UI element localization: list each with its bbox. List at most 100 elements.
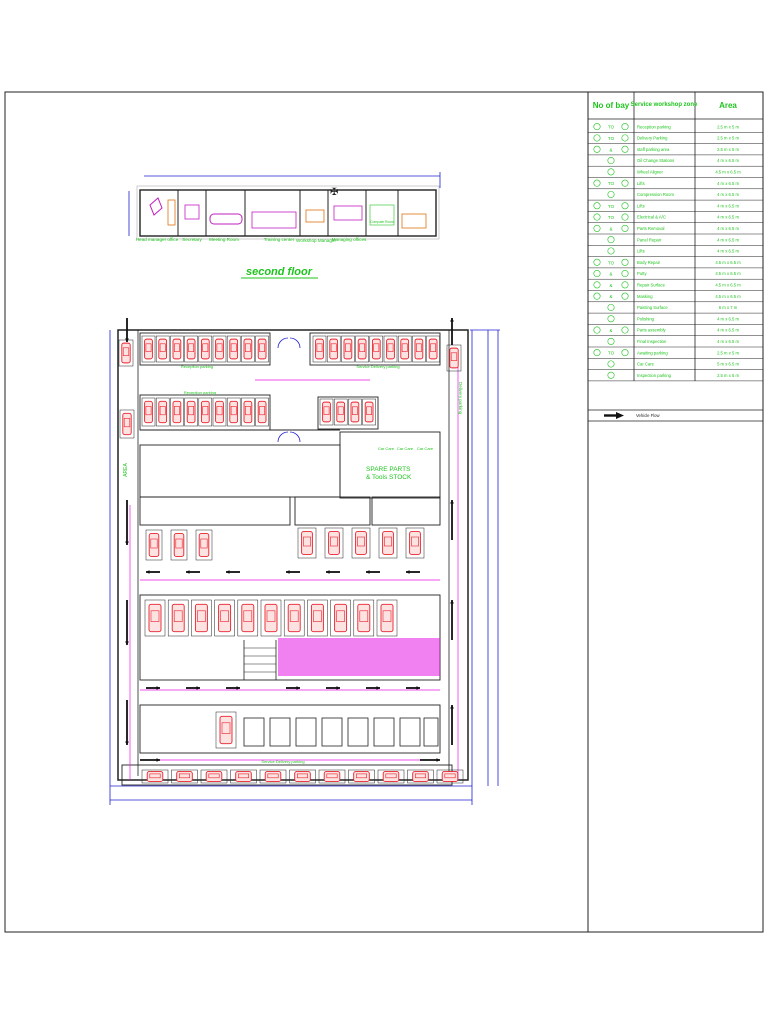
table-cell-area: 4.5 m x 6.5 m xyxy=(715,169,741,174)
label-service-delivery-parking: Service Delivery parking xyxy=(356,364,399,369)
table-cell-zone: Lifts xyxy=(637,203,645,208)
table-cell-zone: Masking xyxy=(637,294,653,299)
car-icon xyxy=(312,335,327,363)
car-icon xyxy=(226,397,241,427)
table-cell-area: 4.5 m x 6.5 m xyxy=(715,271,741,276)
room-label-computer: Computer Room xyxy=(370,220,394,224)
table-cell-bays: TO xyxy=(608,204,615,209)
car-icon xyxy=(446,344,462,372)
table-cell-area: 2.5 m x 5 m xyxy=(717,373,739,378)
car-icon xyxy=(341,335,355,363)
table-cell-bays: TO xyxy=(608,125,615,130)
table-cell-bays: & xyxy=(609,272,612,277)
second-floor-plan: ✠ Head manager office Secretary Meeting … xyxy=(128,172,441,279)
flow-arrow xyxy=(366,570,380,574)
table-row: & Putty 4.5 m x 6.5 m xyxy=(588,270,763,280)
flow-arrow xyxy=(286,570,300,574)
car-icon xyxy=(141,769,169,784)
table-cell-bays: & xyxy=(609,328,612,333)
table-cell-area: 5 m x 6.5 m xyxy=(717,362,739,367)
car-icon xyxy=(141,397,156,427)
room-label-managing: Managing offices xyxy=(332,237,367,242)
car-icon xyxy=(241,397,255,427)
legend-vehicle-flow-label: Vehicle Flow xyxy=(636,413,660,418)
table-cell-area: 4 m x 6.5 m xyxy=(717,237,739,242)
table-row: Inspection parking 2.5 m x 5 m xyxy=(588,371,763,382)
sheet-border xyxy=(4,91,764,933)
label-service-delivery-parking-bottom: Service Delivery parking xyxy=(261,759,304,764)
car-icon xyxy=(170,529,188,561)
car-icon xyxy=(397,335,412,363)
table-cell-zone: Car Care xyxy=(637,362,655,367)
room-label-meeting: Meeting Room xyxy=(209,237,239,242)
car-icon xyxy=(348,398,362,426)
table-cell-area: 4 m x 6.5 m xyxy=(717,203,739,208)
car-icon xyxy=(141,335,156,363)
car-icon xyxy=(212,335,227,363)
table-cell-zone: Wheel Aligner xyxy=(637,169,663,174)
stair-icon: ✠ xyxy=(330,187,338,198)
car-icon xyxy=(326,335,341,363)
car-icon xyxy=(260,599,282,637)
flow-arrow xyxy=(140,758,160,762)
table-cell-area: 4.5 m x 6.5 m xyxy=(715,260,741,265)
table-cell-zone: Panel Repair xyxy=(637,237,662,242)
table-cell-area: 2.5 m x 5 m xyxy=(717,136,739,141)
car-icon xyxy=(200,769,228,784)
second-floor-title: second floor xyxy=(246,266,313,278)
car-icon xyxy=(212,397,227,427)
label-spare-parts-1: SPARE PARTS xyxy=(366,466,411,473)
table-cell-bays: TO xyxy=(608,181,615,186)
car-icon xyxy=(376,599,398,637)
car-icon xyxy=(191,599,212,637)
flow-arrow xyxy=(186,570,200,574)
car-icon xyxy=(230,769,257,784)
table-cell-zone: Parts Removal xyxy=(637,226,665,231)
table-header-bays: No of bay xyxy=(593,101,630,110)
table-row: Panel Repair 4 m x 6.5 m xyxy=(588,236,763,246)
table-cell-zone: Polishing xyxy=(637,316,655,321)
flow-arrow xyxy=(406,686,420,690)
table-cell-zone: Inspection parking xyxy=(637,373,672,378)
car-icon xyxy=(170,397,184,427)
car-icon xyxy=(119,409,135,439)
flow-arrow xyxy=(226,686,240,690)
label-reception-parking-top: Reception parking xyxy=(181,364,213,369)
car-icon xyxy=(436,769,464,784)
car-icon xyxy=(283,599,305,637)
table-cell-zone: Painting Surface xyxy=(637,305,668,310)
car-icon xyxy=(289,769,316,784)
ground-floor-plan: Reception parking Service Delivery parki… xyxy=(109,318,500,805)
table-cell-area: 4 m x 6.5 m xyxy=(717,215,739,220)
car-icon xyxy=(155,397,170,427)
car-icon xyxy=(144,599,166,637)
flow-arrow xyxy=(406,570,420,574)
table-cell-bays: & xyxy=(609,147,612,152)
table-cell-zone: Compression Room xyxy=(637,192,675,197)
label-spare-parts-2: & Tools STOCK xyxy=(366,474,412,481)
table-cell-area: 4.5 m x 6.5 m xyxy=(715,282,741,287)
car-icon xyxy=(412,335,426,363)
table-cell-zone: Putty xyxy=(637,271,647,276)
table-cell-zone: staff parking area xyxy=(637,147,670,152)
car-icon xyxy=(348,769,375,784)
label-delivery-side: Delivery parking xyxy=(458,382,463,415)
table-cell-bays: TO xyxy=(608,260,615,265)
car-icon xyxy=(383,335,398,363)
car-icon xyxy=(198,397,213,427)
flow-arrow xyxy=(450,500,454,540)
car-icon xyxy=(333,398,348,426)
car-icon xyxy=(318,769,346,784)
room-label-head-manager: Head manager office xyxy=(136,237,179,242)
